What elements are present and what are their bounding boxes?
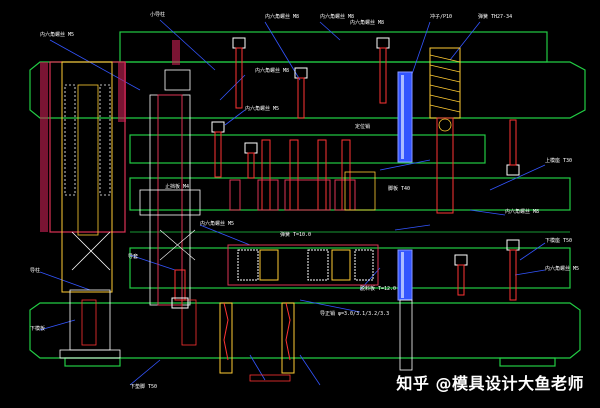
- label-top-spring: 弹簧 TH27-34: [478, 13, 512, 20]
- label-bottom-note: 导正销 φ=3.0/3.1/3.2/3.3: [320, 310, 389, 317]
- screw-10: [171, 297, 189, 309]
- label-left-3: 下模板: [30, 325, 45, 332]
- label-top-c: 内六角螺丝 M8: [320, 13, 354, 20]
- screw-3: [376, 37, 390, 104]
- label-plate-t: 脚板 T40: [388, 185, 410, 192]
- leader-lines: [39, 19, 546, 386]
- screw-9: [174, 269, 186, 301]
- label-center-2: 内六角螺丝 M5: [200, 220, 234, 227]
- label-top-b: 内六角螺丝 M8: [265, 13, 299, 20]
- foot-right: [499, 357, 556, 367]
- label-right-screw: 内六角螺丝 M5: [545, 265, 579, 272]
- label-bottom: 下垫脚 T50: [130, 383, 157, 390]
- label-top-d: 内六角螺丝 M8: [350, 19, 384, 26]
- label-right-low: 下模座 T50: [545, 237, 572, 244]
- label-center-4: 脱料板 T=12.0: [360, 285, 396, 292]
- small-parts: [59, 171, 376, 382]
- label-mid-pin: 定位销: [355, 123, 370, 130]
- die-inserts: [219, 244, 379, 374]
- label-mid-m8: 内六角螺丝 M8: [255, 67, 289, 74]
- label-center-3: 弹簧 T=10.0: [280, 231, 311, 238]
- guide-pin-right: [397, 71, 413, 371]
- label-left-2: 导套: [128, 253, 138, 260]
- screw-5: [506, 239, 520, 301]
- screw-2: [294, 67, 308, 119]
- label-center-1: 止挡板 M4: [165, 183, 189, 190]
- screw-1: [232, 37, 246, 109]
- label-mid-screw-m5: 内六角螺丝 M5: [245, 105, 279, 112]
- spring-stack: [429, 47, 461, 214]
- upper-die-set-plate: [119, 31, 548, 63]
- screw-6: [454, 254, 468, 296]
- label-top-a: 小导柱: [150, 11, 165, 18]
- plates: [29, 31, 586, 367]
- screw-7: [211, 121, 225, 178]
- label-top-left-screw: 内六角螺丝 M5: [40, 31, 74, 38]
- inner-guide-bushing: [149, 40, 197, 346]
- label-right-mid: 内六角螺丝 M8: [505, 208, 539, 215]
- watermark: 知乎 @模具设计大鱼老师: [396, 374, 584, 393]
- foot-left: [64, 357, 121, 367]
- label-top-punch: 冲子/P10: [430, 13, 452, 20]
- screw-8: [244, 142, 258, 179]
- label-right-top: 上模座 T30: [545, 157, 572, 164]
- label-left-1: 导柱: [30, 267, 40, 274]
- upper-holder-plate: [29, 61, 586, 119]
- punches: [229, 139, 356, 211]
- lower-holder-plate: [29, 302, 581, 359]
- lower-die-plate: [129, 247, 571, 289]
- guide-post-left: [40, 61, 126, 351]
- socket-screws: [171, 37, 520, 309]
- screw-4: [506, 119, 520, 176]
- drawing-labels: 内六角螺丝 M5 小导柱 内六角螺丝 M8 内六角螺丝 M8 内六角螺丝 M8 …: [30, 11, 579, 390]
- punch-plate: [129, 134, 486, 164]
